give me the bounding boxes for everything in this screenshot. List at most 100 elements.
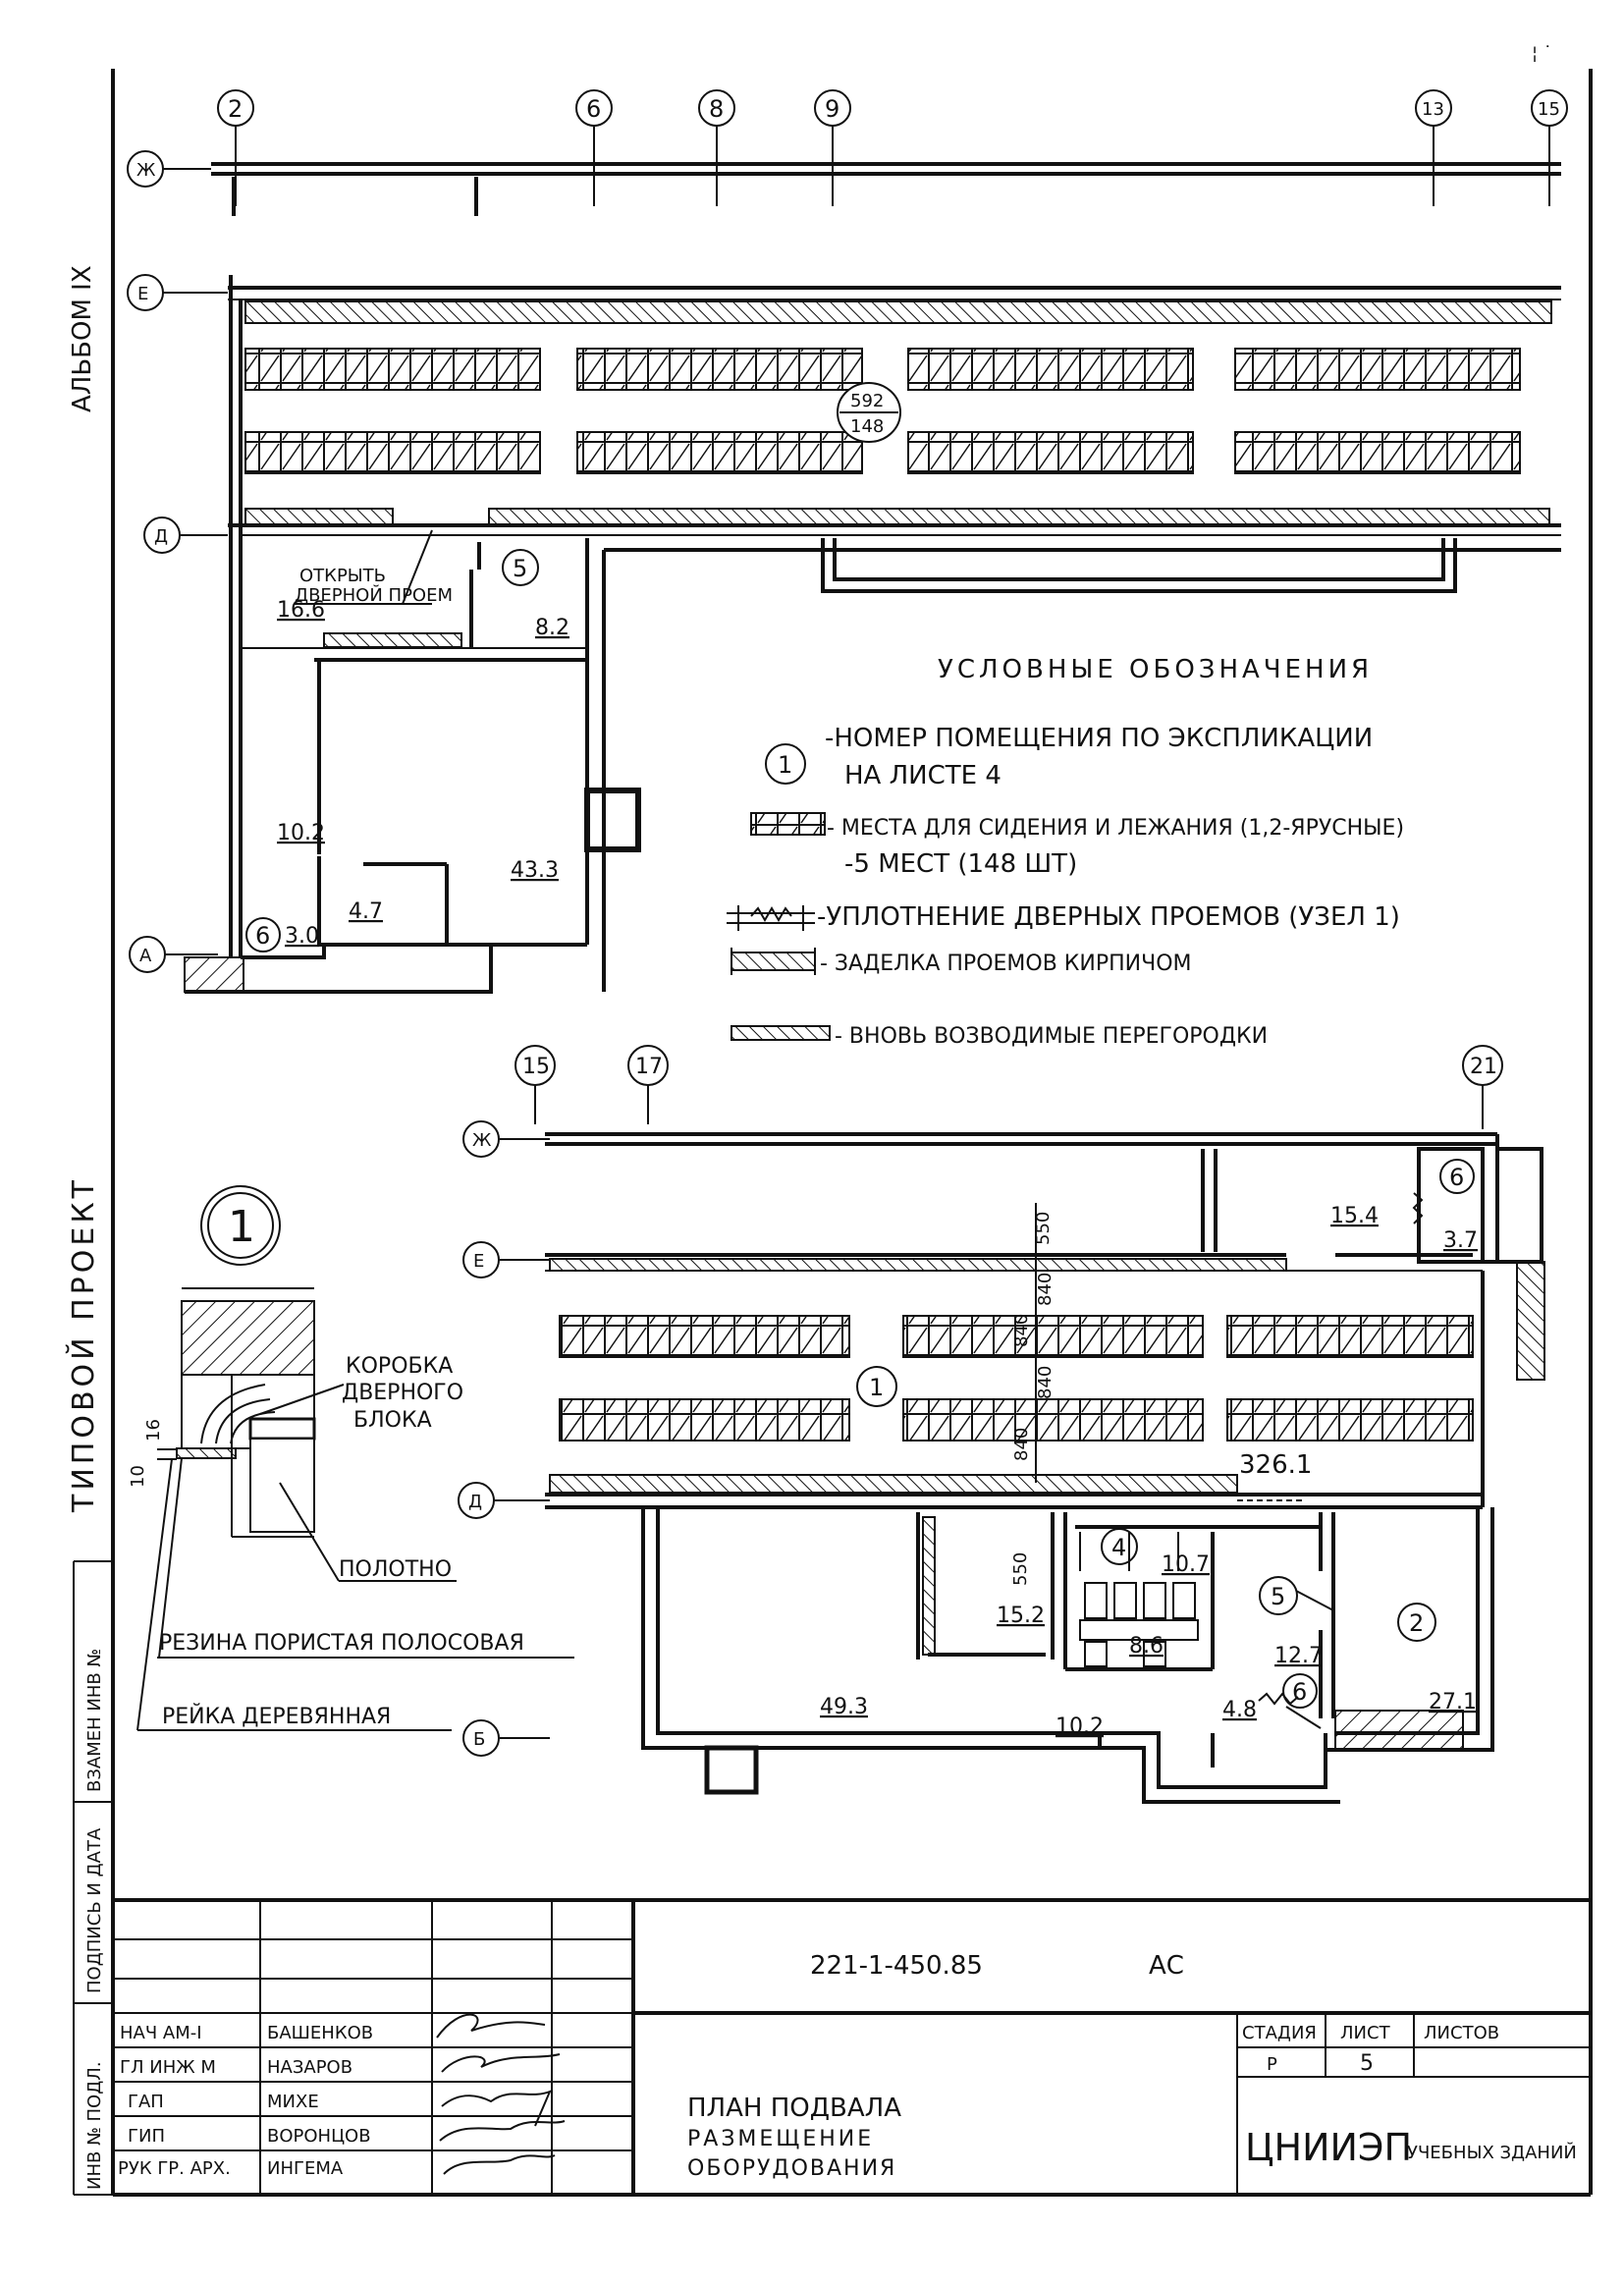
org-sub: УЧЕБНЫХ ЗДАНИЙ <box>1407 2142 1577 2163</box>
detail-box-line2: ДВЕРНОГО <box>342 1381 463 1405</box>
margin-label-3: ВЗАМЕН ИНВ № <box>84 1649 105 1792</box>
legend-room-number-icon: 1 <box>765 743 806 785</box>
axis-bubble-bot-e: Е <box>462 1241 550 1279</box>
detail-rubber: РЕЗИНА ПОРИСТАЯ ПОЛОСОВАЯ <box>159 1631 524 1656</box>
legend-partition: - ВНОВЬ ВОЗВОДИМЫЕ ПЕРЕГОРОДКИ <box>835 1024 1268 1049</box>
detail-box-line1: КОРОБКА <box>346 1354 453 1379</box>
area-3-7: 3.7 <box>1443 1228 1478 1253</box>
margin-label-1: ИНВ № ПОДЛ. <box>84 2061 105 2190</box>
dim-550-bot: 550 <box>1010 1552 1031 1586</box>
axis-bubble-top-a: А <box>129 936 218 973</box>
axis-bubble-bot-zh: Ж <box>462 1120 550 1158</box>
axis-bubble-top-15: 15 <box>1531 89 1568 206</box>
sheet-title-2: РАЗМЕЩЕНИЕ <box>687 2127 874 2151</box>
detail-node-1: 1 10 16 КОРОБКА ДВЕРНОГО БЛОКА ПОЛОТНО Р… <box>128 1185 574 1731</box>
drawing-mark: АС <box>1149 1951 1184 1981</box>
detail-bubble: 1 <box>228 1202 255 1252</box>
area-10-7: 10.7 <box>1162 1552 1210 1577</box>
axis-bubble-bot-21: 21 <box>1462 1045 1503 1129</box>
dim-550-top: 550 <box>1033 1212 1054 1245</box>
area-8-2: 8.2 <box>535 616 569 640</box>
svg-text:15: 15 <box>1538 99 1560 120</box>
room-bubble-2: 2 <box>1397 1603 1436 1642</box>
note-open-door-2: ДВЕРНОЙ ПРОЕМ <box>295 584 453 606</box>
svg-text:2: 2 <box>1409 1609 1424 1637</box>
note-open-door-1: ОТКРЫТЬ <box>299 566 386 586</box>
name-2: НАЗАРОВ <box>267 2057 352 2078</box>
axis-bubble-top-8: 8 <box>698 89 735 206</box>
svg-text:2: 2 <box>228 95 243 123</box>
svg-text:13: 13 <box>1422 99 1444 120</box>
legend-seal-icon <box>727 905 815 931</box>
room-bubble-5-top: 5 <box>502 549 539 586</box>
sheet-value: 5 <box>1360 2051 1374 2076</box>
title-block: 221-1-450.85 АС НАЧ АМ-I ГЛ ИНЖ М ГАП ГИ… <box>113 1898 1591 2195</box>
legend-partition-icon <box>731 1025 831 1041</box>
legend: УСЛОВНЫЕ ОБОЗНАЧЕНИЯ 1 -НОМЕР ПОМЕЩЕНИЯ … <box>727 655 1404 1049</box>
top-plan: 2 6 8 9 13 15 Ж Е Д А <box>127 89 1568 994</box>
area-49-3: 49.3 <box>820 1695 868 1719</box>
area-16-6: 16.6 <box>277 598 325 623</box>
axis-bubble-bot-17: 17 <box>627 1045 669 1124</box>
corner-mark: ¦ ˙ <box>1532 43 1552 64</box>
svg-text:1: 1 <box>778 751 792 779</box>
axis-bubble-top-6: 6 <box>575 89 613 206</box>
axis-bubble-top-zh: Ж <box>127 150 211 188</box>
area-43-3: 43.3 <box>511 858 559 883</box>
svg-text:9: 9 <box>825 95 839 123</box>
svg-text:Ж: Ж <box>136 160 156 181</box>
svg-text:Д: Д <box>468 1492 482 1512</box>
svg-text:6: 6 <box>1292 1678 1307 1706</box>
name-3: МИХЕ <box>267 2092 319 2112</box>
seat-count-bubble: 592 148 <box>837 382 901 443</box>
area-8-6: 8.6 <box>1129 1634 1164 1659</box>
fixtures-room-4 <box>1079 1532 1199 1667</box>
svg-text:Е: Е <box>473 1251 484 1272</box>
role-3: ГАП <box>128 2092 164 2112</box>
detail-dim-a: 10 <box>128 1465 148 1488</box>
legend-title: УСЛОВНЫЕ ОБОЗНАЧЕНИЯ <box>938 655 1373 684</box>
axis-bubble-top-13: 13 <box>1415 89 1452 206</box>
area-12-7: 12.7 <box>1274 1644 1323 1668</box>
legend-brick-icon <box>731 948 816 975</box>
bottom-plan: 1 5 17 21 Ж Е Д Б 550 840 <box>458 1045 1545 1804</box>
svg-text:6: 6 <box>586 95 601 123</box>
area-10-2-top: 10.2 <box>277 821 325 845</box>
svg-text:Д: Д <box>154 526 168 547</box>
svg-text:5: 5 <box>513 555 527 582</box>
name-4: ВОРОНЦОВ <box>267 2126 371 2147</box>
svg-text:148: 148 <box>850 416 884 437</box>
legend-seats-icon <box>750 812 826 836</box>
svg-text:А: А <box>139 946 152 966</box>
detail-leaf: ПОЛОТНО <box>339 1557 452 1582</box>
sheet-title-1: ПЛАН ПОДВАЛА <box>687 2094 901 2123</box>
svg-text:4: 4 <box>1111 1534 1126 1561</box>
room-bubble-6-bot-b: 6 <box>1282 1673 1318 1709</box>
svg-text:1: 1 <box>869 1374 884 1401</box>
detail-box-line3: БЛОКА <box>353 1408 432 1433</box>
area-15-4: 15.4 <box>1330 1204 1379 1228</box>
area-27-1: 27.1 <box>1429 1690 1477 1714</box>
name-5: ИНГЕМА <box>267 2158 344 2179</box>
album-label: АЛЬБОМ IX <box>68 265 97 412</box>
axis-bubble-top-e: Е <box>127 274 228 311</box>
sheets-label: ЛИСТОВ <box>1424 2023 1499 2043</box>
area-4-7: 4.7 <box>349 899 383 924</box>
room-bubble-1: 1 <box>856 1366 897 1407</box>
dim-840-2: 840 <box>1011 1314 1032 1347</box>
room-bubble-5: 5 <box>1259 1576 1298 1615</box>
org-main: ЦНИИЭП <box>1245 2126 1412 2169</box>
signatures <box>436 2013 566 2175</box>
svg-text:5: 5 <box>1271 1583 1285 1610</box>
legend-brick: - ЗАДЕЛКА ПРОЕМОВ КИРПИЧОМ <box>820 952 1192 976</box>
legend-room-line2: НА ЛИСТЕ 4 <box>844 761 1001 790</box>
drawing-code: 221-1-450.85 <box>810 1951 983 1981</box>
dim-840-3: 840 <box>1035 1366 1056 1399</box>
room-bubble-4: 4 <box>1101 1528 1138 1565</box>
margin-label-2: ПОДПИСЬ И ДАТА <box>84 1827 105 1993</box>
svg-text:592: 592 <box>850 391 884 411</box>
role-1: НАЧ АМ-I <box>120 2023 202 2043</box>
svg-text:Б: Б <box>473 1729 485 1750</box>
